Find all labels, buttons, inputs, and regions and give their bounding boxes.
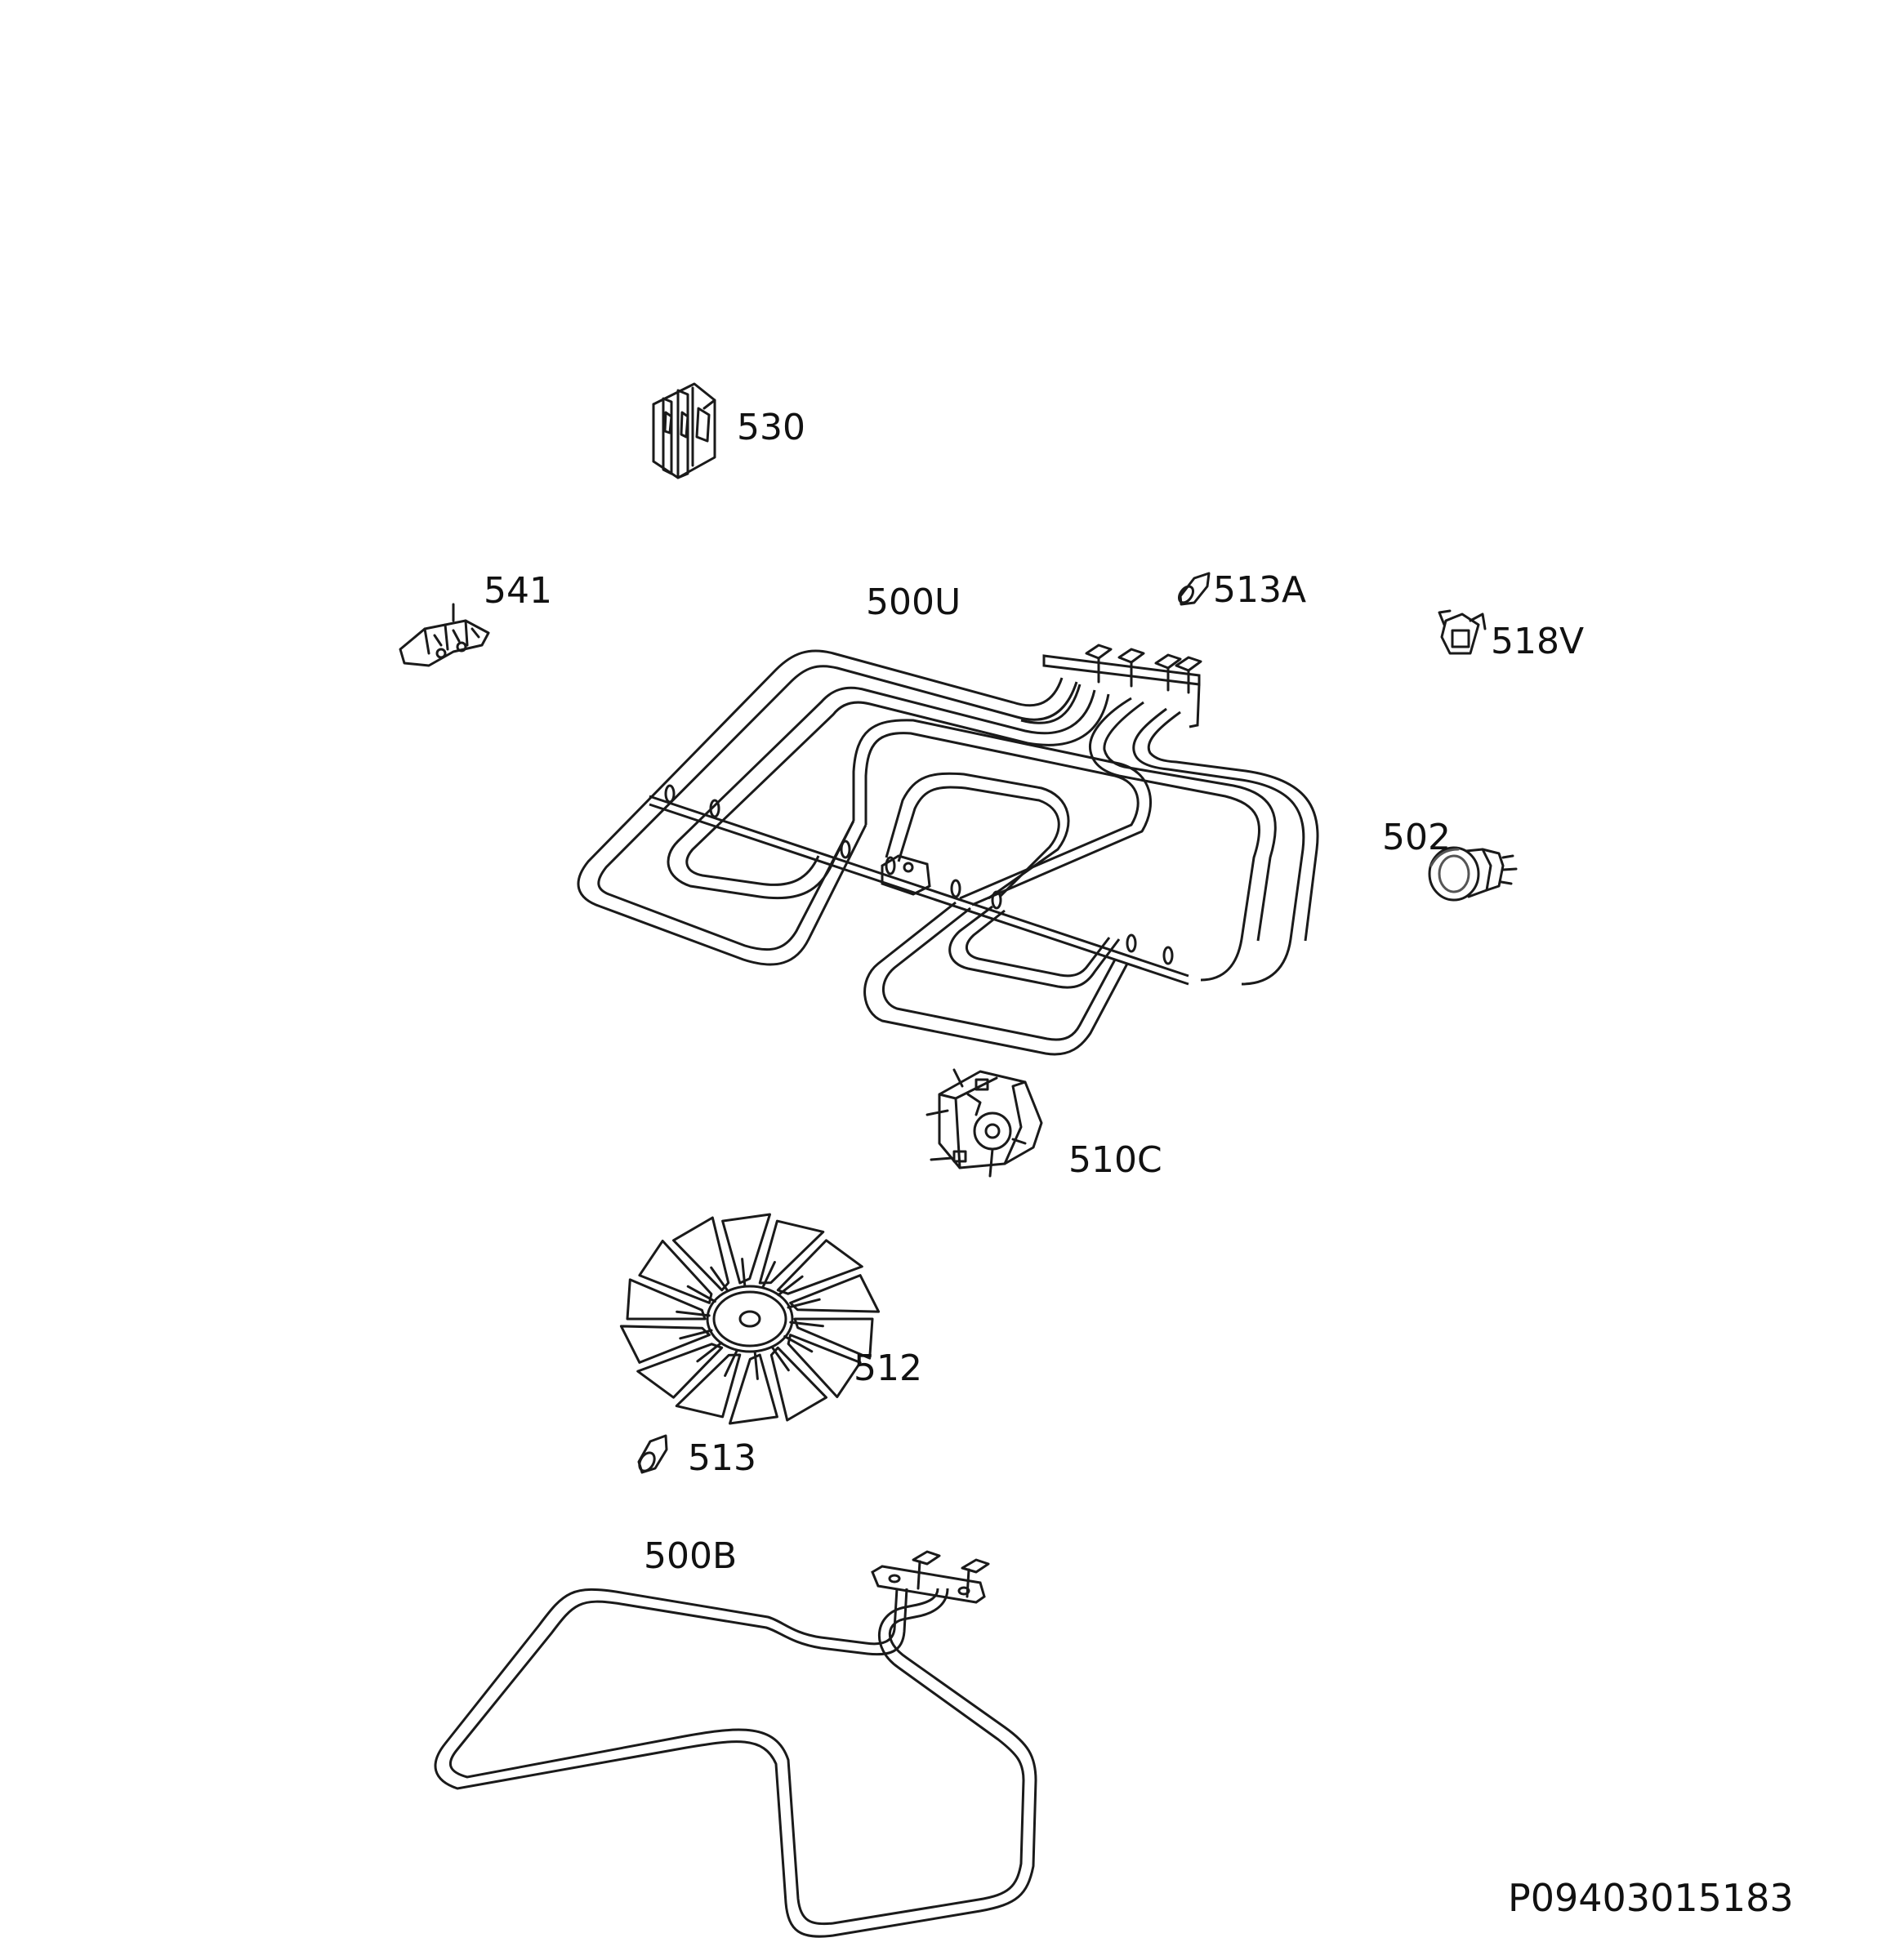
fan-blade bbox=[636, 1343, 724, 1399]
fan-blade-rib bbox=[724, 1349, 738, 1377]
part-label-512: 512 bbox=[854, 1348, 922, 1389]
fan-blade-rib bbox=[789, 1321, 824, 1328]
part-label-513: 513 bbox=[688, 1437, 756, 1479]
part-label-518V: 518V bbox=[1491, 621, 1584, 662]
part-500B-lower-heating-element-drawing bbox=[434, 1550, 1037, 1938]
fan-blade bbox=[793, 1317, 874, 1360]
fan-blade-rib bbox=[770, 1345, 790, 1372]
fan-blade bbox=[769, 1346, 827, 1422]
part-label-541: 541 bbox=[484, 570, 552, 612]
part-label-510C: 510C bbox=[1068, 1139, 1162, 1181]
fan-blade bbox=[776, 1239, 863, 1295]
part-513-nut-drawing bbox=[637, 1434, 668, 1474]
fan-blade bbox=[672, 1216, 730, 1292]
part-530-terminal-block-drawing bbox=[652, 382, 716, 479]
fan-blade bbox=[619, 1325, 711, 1364]
part-513A-nut-drawing bbox=[1177, 572, 1211, 606]
fan-blade bbox=[758, 1219, 825, 1285]
drawing-code: P09403015183 bbox=[1508, 1876, 1794, 1920]
fan-blade-rib bbox=[710, 1266, 729, 1293]
fan-blade bbox=[789, 1274, 881, 1313]
part-label-530: 530 bbox=[737, 407, 805, 448]
part-541-connector-drawing bbox=[399, 603, 490, 667]
fan-blade-rib bbox=[696, 1341, 723, 1363]
fan-blade-rib bbox=[741, 1258, 747, 1287]
part-512-fan-blade-drawing bbox=[619, 1213, 881, 1425]
part-518V-thermal-cutout-drawing bbox=[1438, 609, 1487, 655]
fan-blade bbox=[626, 1278, 707, 1321]
fan-blade-rib bbox=[777, 1275, 804, 1297]
part-label-500U: 500U bbox=[866, 581, 961, 623]
fan-blade-rib bbox=[679, 1329, 713, 1340]
fan-blade bbox=[638, 1240, 713, 1304]
fan-blade bbox=[721, 1213, 771, 1285]
fan-blade-rib bbox=[787, 1298, 821, 1309]
part-510C-fan-motor-drawing bbox=[925, 1068, 1043, 1178]
fan-blade-rib bbox=[676, 1310, 711, 1317]
fan-blade-rib bbox=[753, 1351, 759, 1380]
part-500U-upper-heating-element-drawing bbox=[577, 644, 1319, 1056]
part-label-513A: 513A bbox=[1213, 569, 1306, 611]
fan-blade-rib bbox=[686, 1285, 716, 1303]
part-label-502: 502 bbox=[1382, 817, 1451, 858]
part-502-oven-lamp-drawing bbox=[1428, 846, 1518, 902]
fan-blade-rib bbox=[783, 1334, 814, 1353]
part-label-500B: 500B bbox=[644, 1535, 737, 1577]
fan-blade-rib bbox=[761, 1261, 776, 1289]
fan-blade bbox=[787, 1334, 862, 1398]
fan-blade bbox=[675, 1353, 742, 1419]
fan-blade bbox=[729, 1353, 778, 1425]
